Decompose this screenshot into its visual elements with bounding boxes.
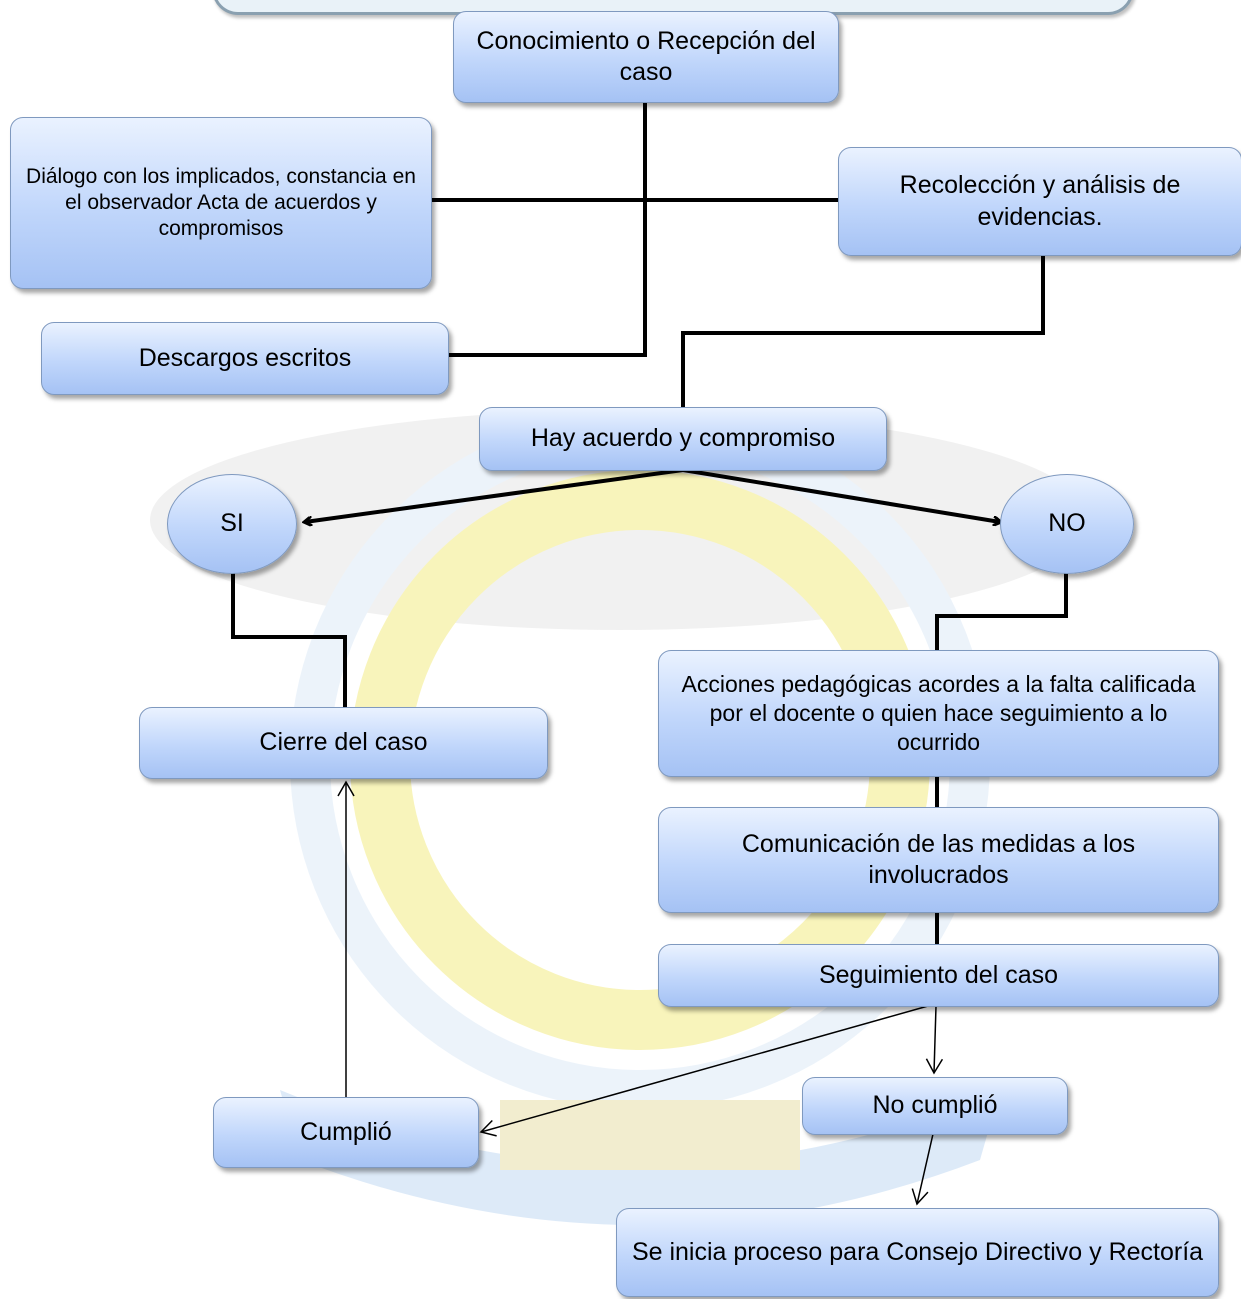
node-cumplio: Cumplió [213, 1097, 479, 1168]
node-acuerdo: Hay acuerdo y compromiso [479, 407, 887, 471]
node-si: SI [167, 474, 297, 574]
node-recoleccion: Recolección y análisis de evidencias. [838, 147, 1241, 256]
node-proceso: Se inicia proceso para Consejo Directivo… [616, 1208, 1219, 1297]
connector-recepcion-descargos [449, 100, 647, 357]
node-dialogo: Diálogo con los implicados, constancia e… [10, 117, 432, 289]
node-comunicacion: Comunicación de las medidas a los involu… [658, 807, 1219, 913]
node-recepcion: Conocimiento o Recepción del caso [453, 11, 839, 103]
arrow-seguimiento-cumplio [479, 1005, 929, 1137]
node-no-cumplio: No cumplió [802, 1077, 1068, 1135]
node-acciones: Acciones pedagógicas acordes a la falta … [658, 650, 1219, 777]
node-no: NO [1000, 474, 1134, 574]
arrow-acuerdo-no [682, 468, 1000, 522]
arrow-nocumplio-proceso [911, 1133, 934, 1206]
connector-no-acciones [935, 573, 1068, 651]
arrow-seguimiento-nocumplio [925, 1005, 944, 1075]
arrow-acuerdo-si [305, 468, 684, 522]
node-descargos: Descargos escritos [41, 322, 449, 395]
connector-recoleccion-acuerdo [681, 255, 1045, 407]
connector-si-cierre [231, 573, 347, 708]
node-seguimiento: Seguimiento del caso [658, 944, 1219, 1007]
node-cierre: Cierre del caso [139, 707, 548, 779]
